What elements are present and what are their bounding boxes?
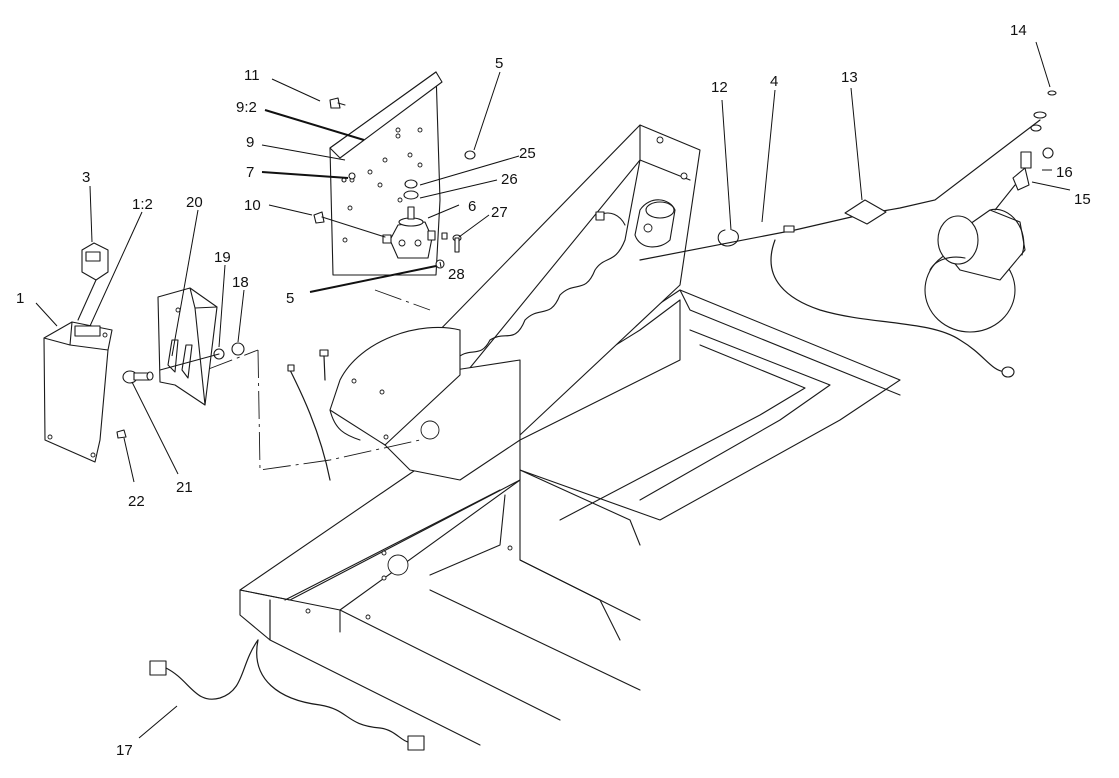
callout-26: 26 [501, 171, 518, 188]
callout-19: 19 [214, 249, 231, 266]
centerlines [205, 289, 431, 471]
callout-5-bottom: 5 [286, 290, 294, 307]
rocker-switch [77, 242, 109, 321]
callout-9-2: 9:2 [236, 99, 257, 116]
callout-16: 16 [1056, 164, 1073, 181]
callout-28: 28 [448, 266, 465, 283]
knob [122, 370, 154, 384]
callout-14: 14 [1010, 22, 1027, 39]
console-bracket [43, 321, 113, 463]
callout-12: 12 [711, 79, 728, 96]
callout-1-2: 1:2 [132, 196, 153, 213]
callout-21: 21 [176, 479, 193, 496]
callout-10: 10 [244, 197, 261, 214]
callout-20: 20 [186, 194, 203, 211]
starter-small [634, 199, 676, 248]
terminal-hardware [994, 90, 1057, 211]
callout-13: 13 [841, 69, 858, 86]
leader-lines [35, 41, 1071, 739]
starter-motor [924, 208, 1026, 333]
solenoid [313, 97, 476, 269]
callout-4: 4 [770, 73, 778, 90]
wiring-harness [149, 349, 425, 751]
callout-labels: 1 1:2 3 4 5 5 6 7 9 9:2 10 11 12 13 14 1… [16, 22, 1091, 759]
cable-assembly [595, 119, 1041, 378]
callout-18: 18 [232, 274, 249, 291]
screw-22 [116, 429, 127, 439]
washers [159, 342, 245, 371]
callout-15: 15 [1074, 191, 1091, 208]
chassis-frame [239, 124, 901, 746]
callout-25: 25 [519, 145, 536, 162]
callout-17: 17 [116, 742, 133, 759]
callout-27: 27 [491, 204, 508, 221]
callout-11: 11 [244, 67, 260, 84]
callout-7: 7 [246, 164, 254, 181]
callout-9: 9 [246, 134, 254, 151]
callout-6: 6 [468, 198, 476, 215]
callout-1: 1 [16, 290, 24, 307]
callout-3: 3 [82, 169, 90, 186]
callout-5-top: 5 [495, 55, 503, 72]
callout-22: 22 [128, 493, 145, 510]
cover-plate [157, 287, 218, 406]
